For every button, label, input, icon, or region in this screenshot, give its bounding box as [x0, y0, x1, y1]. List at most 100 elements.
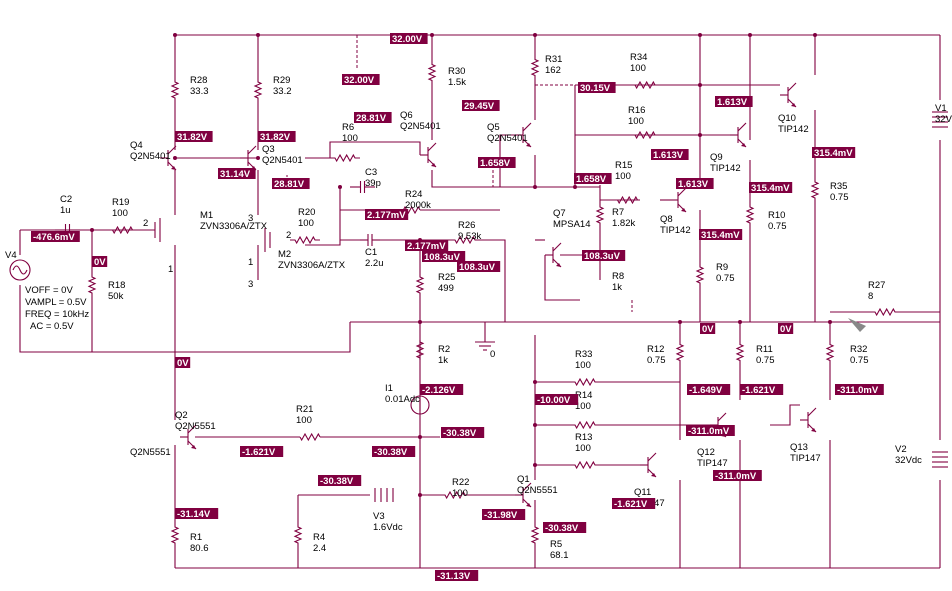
component-value: 32Vdc [935, 114, 952, 125]
component-value: 50k [108, 291, 124, 302]
voltage-flag-box [92, 256, 108, 267]
voltage-flag: 1.613V [717, 97, 748, 108]
voltage-flag: 1.613V [653, 150, 684, 161]
junction-dot [698, 133, 702, 137]
voltage-flag-box [578, 82, 616, 93]
component-value: TIP142 [660, 225, 691, 236]
wire [305, 141, 421, 159]
component-value: 8 [868, 291, 873, 302]
transistor-lead [677, 187, 687, 197]
component-ref: R24 [405, 189, 422, 200]
resistor-symbol [450, 235, 480, 245]
wire [499, 134, 515, 187]
voltage-flag: -31.13V [437, 571, 471, 582]
component-ref: R14 [575, 390, 592, 401]
voltage-flag: -30.38V [545, 523, 579, 534]
voltage-flag-box [390, 33, 428, 44]
component-value: TIP142 [778, 124, 809, 135]
component-value: 100 [452, 488, 468, 499]
voltage-flag: -30.38V [374, 447, 408, 458]
wire [305, 187, 341, 246]
voltage-flag: -2.126V [422, 385, 456, 396]
voltage-flag: -30.38V [443, 428, 477, 439]
resistor-symbol [570, 420, 600, 430]
voltage-flag: -1.621V [614, 499, 648, 510]
wires [19, 33, 941, 569]
resistor-symbol [427, 60, 437, 85]
component-ref: R8 [612, 271, 624, 282]
voltage-flag-box [342, 74, 380, 85]
component-ref: Q10 [778, 113, 796, 124]
component-ref: R18 [108, 280, 125, 291]
component-ref: R7 [612, 207, 624, 218]
component-value: 39p [365, 178, 381, 189]
voltage-flag: 31.82V [177, 132, 208, 143]
transistor-lead [427, 142, 437, 152]
junction-dot [173, 33, 177, 37]
voltage-flag-box [258, 131, 296, 142]
component-value: 100 [298, 218, 314, 229]
component-ref: R2 [438, 344, 450, 355]
resistor-symbol [299, 432, 321, 442]
voltage-flag-box [175, 357, 191, 368]
component-value: 100 [575, 360, 591, 371]
voltage-flag: 31.82V [260, 132, 291, 143]
component-value: 100 [112, 208, 128, 219]
component-value: Q2N5401 [400, 121, 441, 132]
voltage-flag: 1.658V [480, 158, 511, 169]
component-ref: Q12 [697, 447, 715, 458]
voltage-flag: 2.177mV [367, 210, 406, 221]
transistor-lead [787, 82, 797, 92]
pin-number: 1 [168, 264, 173, 275]
voltage-flag-box [422, 251, 466, 262]
voltage-flag-box [365, 209, 409, 220]
component-value: 100 [628, 116, 644, 127]
transistor-lead [522, 482, 532, 492]
voltage-flag: -30.38V [320, 476, 354, 487]
component-ref: R31 [545, 54, 562, 65]
component-ref: Q6 [400, 110, 413, 121]
voltage-flag-box [700, 323, 716, 334]
component-ref: I1 [385, 383, 393, 394]
junction-dot [256, 156, 260, 160]
component-value: 162 [545, 65, 561, 76]
voltage-flag: -10.00V [537, 395, 571, 406]
resistor-symbol [675, 340, 685, 365]
voltage-flag: -311.0mV [837, 385, 879, 396]
pin-number: 3 [248, 279, 253, 290]
component-ref: R21 [296, 404, 313, 415]
voltage-flag: 108.3uV [424, 252, 461, 263]
voltage-flag-box [482, 509, 526, 520]
resistor-symbol [570, 460, 600, 470]
component-value: 100 [575, 401, 591, 412]
voltage-flag-box [687, 384, 731, 395]
resistor-symbol [290, 235, 320, 245]
component-ref: R26 [458, 220, 475, 231]
junction-dot [533, 380, 537, 384]
component-ref: R33 [575, 349, 592, 360]
component-ref: R35 [830, 181, 847, 192]
voltage-flag-box [740, 384, 784, 395]
voltage-flag-box [535, 394, 579, 405]
transistor-lead [807, 407, 817, 417]
transistor-lead [552, 242, 562, 252]
component-value: 100 [296, 415, 312, 426]
junction-dot [418, 493, 422, 497]
component-value: MPSA14 [553, 219, 591, 230]
junction-dot [698, 33, 702, 37]
pin-number: 1 [248, 257, 253, 268]
voltage-flag-box [749, 182, 793, 193]
resistor-symbol [735, 340, 745, 365]
voltage-flag: 315.4mV [701, 230, 740, 241]
v4-ac: AC = 0.5V [30, 321, 74, 332]
voltage-flag-box [405, 240, 449, 251]
resistor-symbol [695, 260, 705, 290]
component-ref: Q1 [517, 474, 530, 485]
components [9, 55, 948, 550]
v4-label: V4 [5, 250, 17, 261]
resistor-symbol [745, 200, 755, 230]
resistor-symbol [170, 520, 180, 550]
junction-dot [698, 83, 702, 87]
component-value: ZVN3306A/ZTX [200, 221, 268, 232]
resistor-symbol [415, 340, 425, 360]
